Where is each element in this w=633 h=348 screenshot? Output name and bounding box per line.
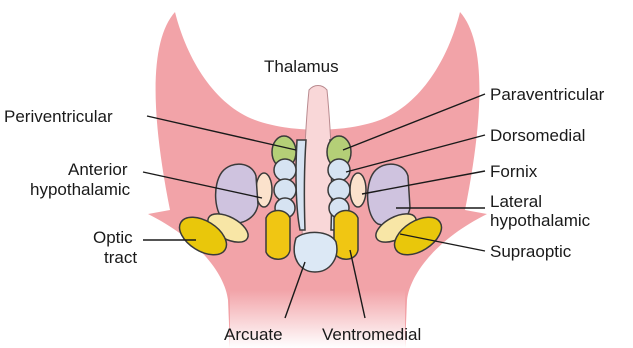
label-fornix: Fornix [490,162,538,181]
label-lateral-line2: hypothalamic [490,211,591,230]
dorsomedial-right-1 [328,159,350,181]
label-optic-line1: Optic [93,228,133,247]
periventricular-left [296,140,306,230]
label-paraventricular: Paraventricular [490,85,605,104]
label-thalamus: Thalamus [264,57,339,76]
label-arcuate: Arcuate [224,325,283,344]
arcuate-nucleus [294,232,337,272]
fornix-right [350,173,366,207]
ventromedial-right [334,211,358,260]
label-dorsomedial: Dorsomedial [490,126,585,145]
dorsomedial-left-1 [274,159,296,181]
label-ventromedial: Ventromedial [322,325,421,344]
label-anterior-line2: hypothalamic [30,180,131,199]
label-anterior-line1: Anterior [68,160,128,179]
label-supraoptic: Supraoptic [490,242,572,261]
label-periventricular: Periventricular [4,107,113,126]
label-lateral-line1: Lateral [490,192,542,211]
label-optic-line2: tract [104,248,137,267]
ventromedial-left [266,211,290,260]
